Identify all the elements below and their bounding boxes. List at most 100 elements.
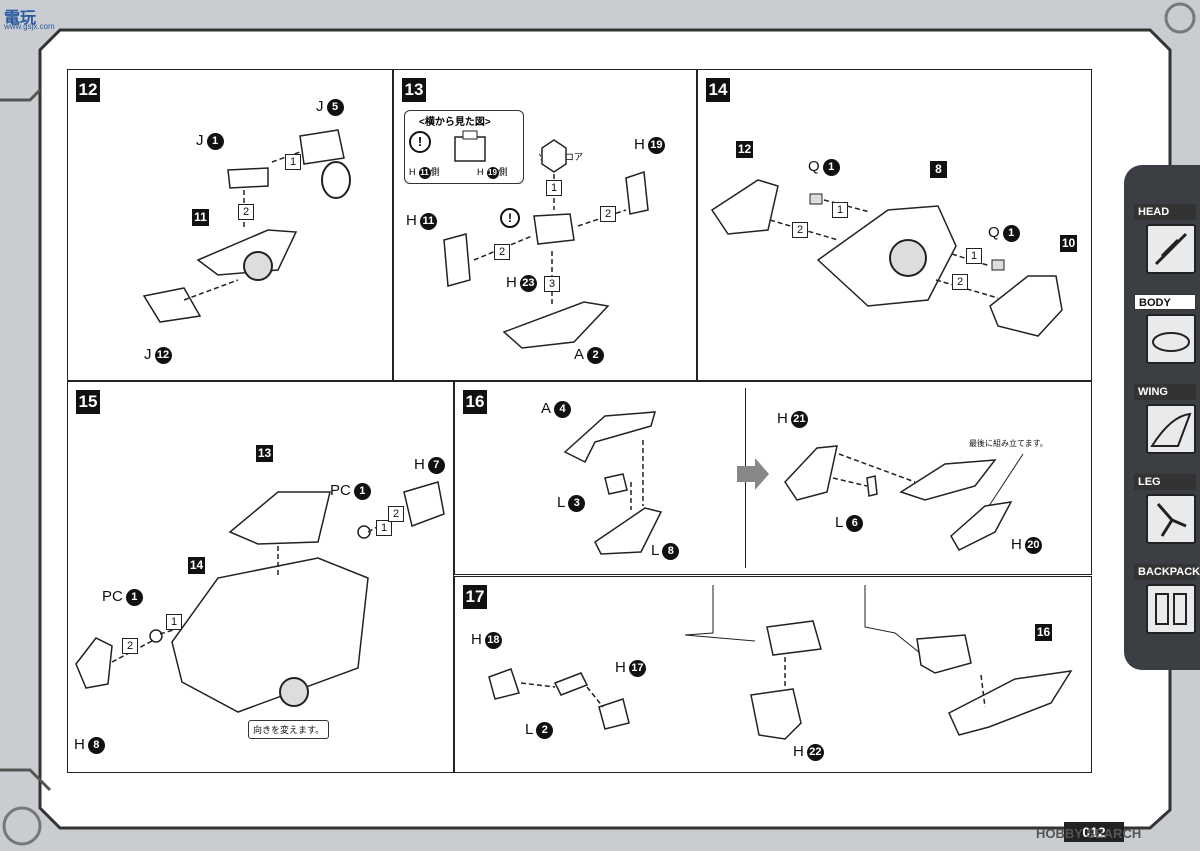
part-letter: A: [574, 346, 585, 363]
wing-icon: [1146, 404, 1196, 454]
order-box: 1: [285, 154, 301, 170]
part-letter: L: [835, 514, 844, 531]
part-number: 8: [930, 160, 947, 178]
step-number: 12: [76, 78, 100, 102]
inset-title: <横から見た図>: [419, 117, 491, 128]
part-letter: H: [634, 136, 645, 153]
part-letter: H: [1011, 536, 1022, 553]
step-13-diagram: [443, 139, 649, 349]
part-letter: Q: [808, 158, 820, 175]
head-icon: [1146, 224, 1196, 274]
step-number: 13: [402, 78, 426, 102]
part-number: 8: [87, 736, 105, 754]
part-letter: H: [471, 631, 482, 648]
part-number: 7: [427, 456, 445, 474]
part-number: 16: [1035, 623, 1052, 641]
sidebar-item-label: WING: [1134, 384, 1196, 400]
side-text: 側: [498, 167, 508, 177]
step-number: 15: [76, 390, 100, 414]
part-label-12: 12: [736, 140, 753, 158]
side-text: 側: [430, 167, 440, 177]
part-letter: A: [541, 400, 552, 417]
part-letter: H: [414, 456, 425, 473]
part-number: 2: [536, 721, 554, 739]
part-number: 12: [736, 140, 753, 158]
part-number: 11: [419, 212, 437, 230]
part-number: 11: [418, 166, 431, 179]
step-number: 14: [706, 78, 730, 102]
part-number: 10: [1060, 234, 1077, 252]
order-box: 2: [792, 222, 808, 238]
part-label-16: 16: [1035, 623, 1052, 641]
sidebar-item-backpack[interactable]: BACKPACK: [1130, 560, 1200, 650]
part-number: 11: [192, 208, 209, 226]
part-label-8: 8: [930, 160, 947, 178]
part-number: 12: [154, 346, 172, 364]
part-letter: J: [316, 98, 324, 115]
instruction-note: 向きを変えます。: [248, 720, 330, 739]
part-number: 1: [1002, 224, 1020, 242]
sidebar-item-label: LEG: [1134, 474, 1196, 490]
part-number: 1: [353, 482, 371, 500]
part-letter: H: [615, 659, 626, 676]
part-number: 18: [484, 631, 502, 649]
step-number: 17: [463, 585, 487, 609]
leg-icon: [1146, 494, 1196, 544]
order-box: 1: [966, 248, 982, 264]
part-letter: H: [477, 167, 484, 177]
step-number: 16: [463, 390, 487, 414]
part-letter: H: [506, 274, 517, 291]
sidebar-item-head[interactable]: HEAD: [1130, 200, 1200, 290]
body-icon: [1146, 314, 1196, 364]
part-label-14: 14: [188, 556, 205, 574]
part-label-11: 11: [192, 208, 209, 226]
step-14-diagram: [710, 179, 1063, 337]
part-letter: H: [793, 743, 804, 760]
part-letter: Q: [988, 224, 1000, 241]
part-letter: J: [144, 346, 152, 363]
part-number: 8: [662, 542, 680, 560]
sidebar-item-wing[interactable]: WING: [1130, 380, 1200, 470]
part-number: 23: [519, 274, 537, 292]
order-box: 2: [122, 638, 138, 654]
instruction-note: 最後に組み立てます。: [969, 439, 1048, 448]
part-letter: L: [651, 542, 660, 559]
sidebar-item-label: HEAD: [1134, 204, 1196, 220]
sidebar-item-leg[interactable]: LEG: [1130, 470, 1200, 560]
watermark-hobby-search: HOBBY SEARCH: [1036, 826, 1142, 841]
part-number: 17: [628, 659, 646, 677]
part-number: 13: [256, 444, 273, 462]
order-box: 2: [494, 244, 510, 260]
part-number: 20: [1024, 536, 1042, 554]
side-view-drawing: [454, 130, 486, 162]
part-letter: H: [409, 167, 416, 177]
order-box: 2: [600, 206, 616, 222]
part-letter: H: [406, 212, 417, 229]
order-box: 2: [952, 274, 968, 290]
sidebar-item-body[interactable]: BODY: [1130, 290, 1200, 380]
part-letter: H: [777, 410, 788, 427]
part-number: 2: [587, 346, 605, 364]
warning-icon: !: [409, 131, 431, 153]
